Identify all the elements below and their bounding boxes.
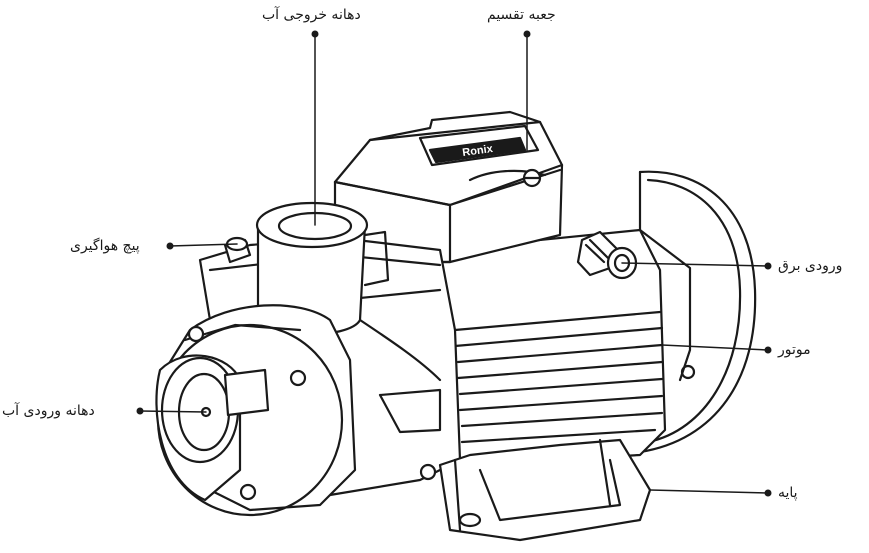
label-power-input: ورودی برق	[778, 258, 843, 274]
leader-dots	[136, 30, 772, 497]
leader-motor	[661, 344, 769, 351]
label-junction-box: جعبه تقسیم	[487, 7, 556, 23]
leader-base	[649, 489, 769, 494]
leader-power-input	[621, 262, 769, 267]
label-air-vent-screw: پیچ هواگیری	[70, 238, 140, 254]
leader-water-inlet	[139, 410, 207, 413]
leader-lines	[139, 33, 769, 494]
cable-gland	[576, 230, 638, 280]
motor-body	[438, 228, 696, 467]
leader-air-vent-screw	[169, 243, 238, 247]
label-base: پایه	[778, 485, 798, 501]
front-flange	[155, 304, 437, 517]
brand-logo: Ronix	[462, 143, 495, 159]
label-motor: موتور	[778, 342, 811, 358]
label-water-outlet: دهانه خروجی آب	[262, 7, 361, 23]
pump-base	[438, 438, 652, 542]
label-water-inlet: دهانه ورودی آب	[2, 403, 95, 419]
